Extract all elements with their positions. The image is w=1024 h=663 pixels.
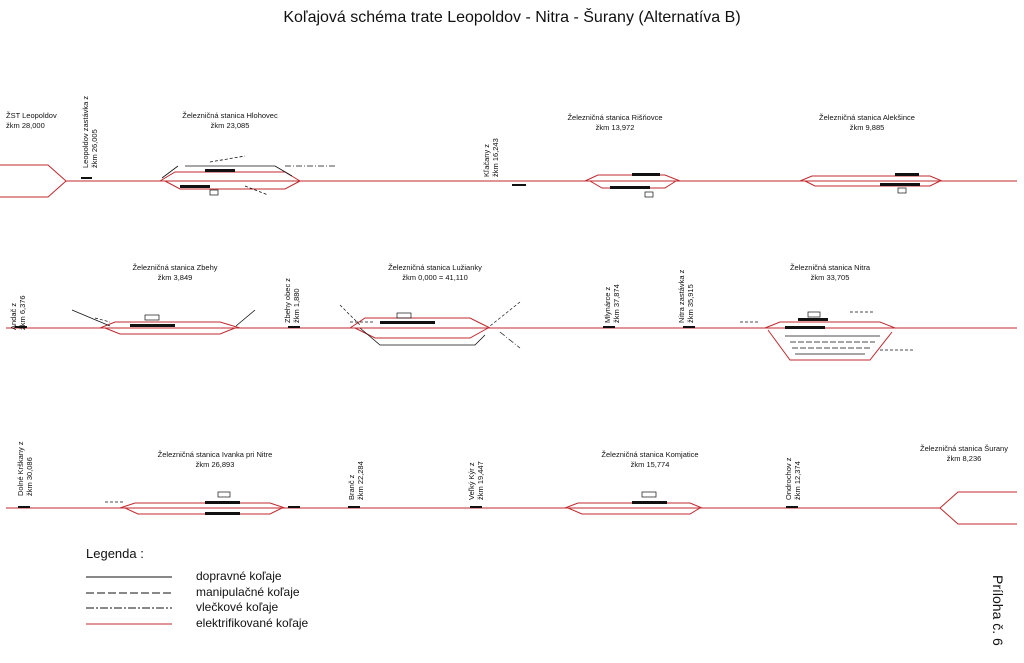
station-surany: Železničná stanica Šurany žkm 8,236	[908, 444, 1020, 464]
station-km: žkm 13,972	[595, 123, 635, 132]
station-name: Železničná stanica Nitra	[789, 263, 871, 272]
row-1-tracks	[0, 155, 1017, 198]
station-km: žkm 3,849	[157, 273, 193, 282]
appendix-label: Príloha č. 6	[990, 575, 1006, 646]
mlynarce-platform	[603, 326, 615, 328]
station-risnovce: Železničná stanica Rišňovce žkm 13,972	[540, 113, 690, 133]
andac-platform	[15, 326, 27, 328]
stop-name: Veľký Kýr z	[467, 462, 476, 500]
aleksince-station	[799, 173, 943, 194]
station-km: žkm 8,236	[946, 454, 982, 463]
stop-leopoldov-zastavka: Leopoldov zastávka z žkm 26,005	[81, 96, 99, 168]
dolne-krskany-platform	[18, 506, 30, 508]
stop-name: Leopoldov zastávka z	[81, 95, 90, 168]
legend-lines	[86, 576, 172, 625]
komjatice-station	[564, 491, 703, 515]
legend-item-manipulacne: manipulačné koľaje	[196, 585, 300, 599]
zbehy-obec-platform	[288, 326, 300, 328]
nitra-zastavka-platform	[683, 326, 695, 328]
legend-item-dopravne: dopravné koľaje	[196, 569, 282, 583]
station-name: Železničná stanica Zbehy	[132, 263, 218, 272]
stop-km: žkm 12,374	[793, 461, 802, 500]
station-name: Železničná stanica Ivanka pri Nitre	[157, 450, 273, 459]
stop-name: Ondrochov z	[784, 457, 793, 500]
station-name: ŽST Leopoldov	[6, 111, 57, 120]
stop-ondrochov: Ondrochov z žkm 12,374	[784, 457, 802, 500]
station-km: žkm 9,885	[849, 123, 885, 132]
velky-kyr-platform	[470, 506, 482, 508]
station-ivanka: Železničná stanica Ivanka pri Nitre žkm …	[130, 450, 300, 470]
stop-name: Nitra zastávka z	[677, 269, 686, 323]
branc-platform	[348, 506, 360, 508]
stop-km: žkm 30,086	[25, 457, 34, 496]
stop-km: žkm 22,284	[356, 461, 365, 500]
row-2-tracks	[6, 301, 1017, 361]
station-km: žkm 28,000	[6, 121, 45, 130]
stop-branc: Branč z žkm 22,284	[347, 461, 365, 500]
stop-name: Zbehy obec z	[283, 277, 292, 323]
row-3-tracks	[6, 491, 1017, 525]
station-name: Železničná stanica Komjatice	[601, 450, 699, 459]
stop-nitra-zastavka: Nitra zastávka z žkm 35,915	[677, 270, 695, 323]
stop-km: žkm 6,376	[18, 295, 27, 330]
stop-km: žkm 35,915	[686, 284, 695, 323]
hlohovec-station	[159, 155, 335, 196]
ondrochov-platform	[786, 506, 798, 508]
station-luzianky: Železničná stanica Lužianky žkm 0,000 = …	[360, 263, 510, 283]
stop-name: Mlynárce z	[603, 286, 612, 323]
nitra-station	[740, 311, 915, 361]
station-hlohovec: Železničná stanica Hlohovec žkm 23,085	[155, 111, 305, 131]
stop-km: žkm 1,880	[292, 288, 301, 323]
stop-dolne-krskany: Dolné Krškany z žkm 30,086	[16, 441, 34, 496]
station-km: žkm 26,893	[195, 460, 235, 469]
station-name: Železničná stanica Rišňovce	[567, 113, 663, 122]
ivanka-station	[105, 491, 286, 515]
station-km: žkm 23,085	[210, 121, 250, 130]
stop-km: žkm 37,874	[612, 284, 621, 323]
station-km: žkm 15,774	[630, 460, 670, 469]
stop-kladany: Kľačany z žkm 16,243	[482, 138, 500, 177]
station-name: Železničná stanica Lužianky	[388, 263, 482, 272]
stop-velky-kyr: Veľký Kýr z žkm 19,447	[467, 461, 485, 500]
stop-name: Dolné Krškany z	[16, 441, 25, 496]
station-zbehy: Železničná stanica Zbehy žkm 3,849	[100, 263, 250, 283]
zbehy-station	[71, 309, 256, 335]
risnovce-station	[584, 173, 681, 198]
leopoldov-zastavka-platform	[81, 177, 92, 179]
legend-title: Legenda :	[86, 546, 144, 561]
station-km: žkm 33,705	[810, 273, 850, 282]
stop-km: žkm 26,005	[90, 129, 99, 168]
station-st-leopoldov: ŽST Leopoldov žkm 28,000	[6, 111, 57, 131]
stop-name: Kľačany z	[482, 143, 491, 177]
station-name: Železničná stanica Alekšince	[819, 113, 915, 122]
page-title: Koľajová schéma trate Leopoldov - Nitra …	[283, 9, 741, 26]
station-name: Železničná stanica Hlohovec	[182, 111, 278, 120]
stop-andac: Andač z žkm 6,376	[9, 295, 27, 330]
stop-km: žkm 16,243	[491, 138, 500, 177]
stop-zbehy-obec: Zbehy obec z žkm 1,880	[283, 278, 301, 323]
kladany-platform	[512, 184, 526, 186]
legend-item-veckove: vlečkové koľaje	[196, 600, 279, 614]
station-name: Železničná stanica Šurany	[920, 444, 1008, 453]
ivanka-second-platform	[288, 506, 300, 508]
station-komjatice: Železničná stanica Komjatice žkm 15,774	[575, 450, 725, 470]
station-aleksince: Železničná stanica Alekšince žkm 9,885	[792, 113, 942, 133]
stop-km: žkm 19,447	[476, 461, 485, 500]
stop-name: Andač z	[9, 302, 18, 330]
stop-name: Branč z	[347, 474, 356, 500]
station-km: žkm 0,000 = 41,110	[402, 273, 468, 282]
legend-item-elektrifikovane: elektrifikované koľaje	[196, 616, 309, 630]
luzianky-station	[339, 301, 521, 349]
station-nitra: Železničná stanica Nitra žkm 33,705	[755, 263, 905, 283]
stop-mlynarce: Mlynárce z žkm 37,874	[603, 284, 621, 323]
